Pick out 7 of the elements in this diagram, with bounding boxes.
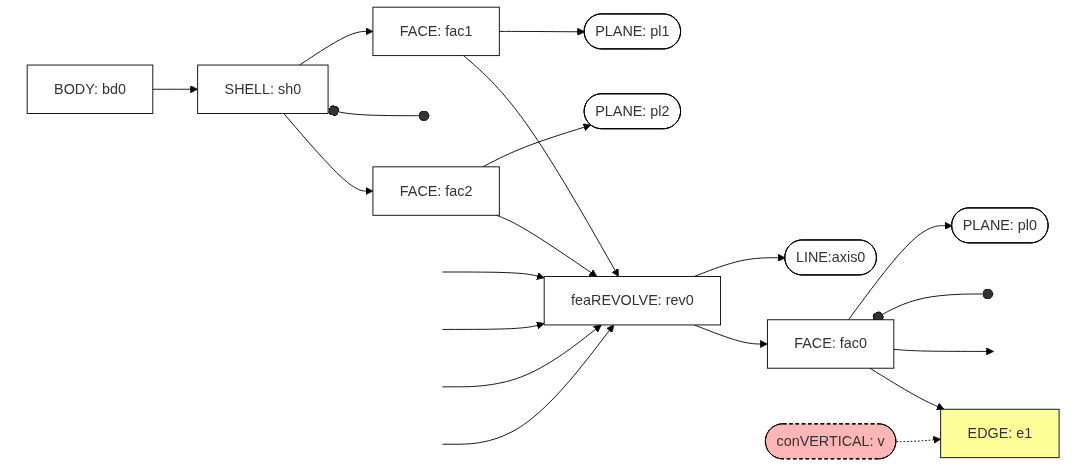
node-box: FACE: fac2	[372, 166, 500, 216]
node-box: EDGE: e1	[940, 408, 1060, 459]
node-box: BODY: bd0	[26, 64, 154, 114]
node-box: FACE: fac0	[766, 319, 895, 369]
node-box: SHELL: sh0	[197, 64, 329, 114]
node-box: FACE: fac1	[372, 6, 500, 57]
node-box: feaREVOLVE: rev0	[543, 276, 721, 326]
